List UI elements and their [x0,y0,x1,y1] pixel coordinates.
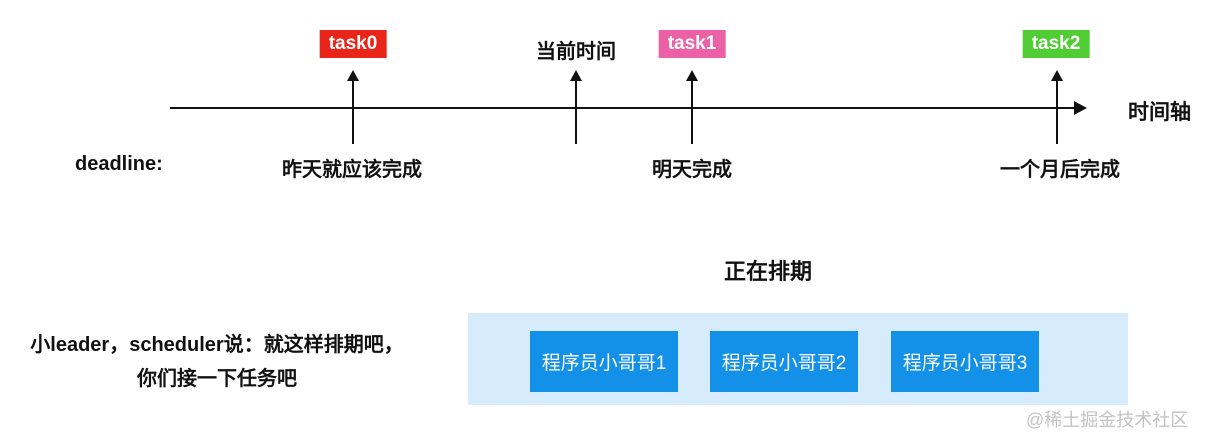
tick-task0-arrowhead-icon [347,70,359,81]
leader-speech: 小leader，scheduler说：就这样排期吧， 你们接一下任务吧 [10,328,424,396]
tick-task2-arrowhead-icon [1051,70,1063,81]
task2-chip: task2 [1022,30,1090,58]
tick-current-time-arrowhead-icon [570,70,582,81]
leader-speech-line1: 小leader，scheduler说：就这样排期吧， [30,334,404,356]
deadline-prefix-label: deadline: [75,153,163,175]
tick-task1-arrowhead-icon [686,70,698,81]
deadline-task1: 明天完成 [652,159,732,181]
scheduling-title: 正在排期 [723,259,813,284]
watermark: @稀土掘金技术社区 [1026,410,1189,430]
worker-pool: 程序员小哥哥1 程序员小哥哥2 程序员小哥哥3 [468,313,1128,405]
worker-box-1: 程序员小哥哥1 [530,331,678,392]
timeline-arrowhead-icon [1074,101,1087,115]
worker-box-2: 程序员小哥哥2 [710,331,858,392]
deadline-task0: 昨天就应该完成 [282,159,422,181]
tick-task0 [352,80,354,144]
task1-chip: task1 [658,30,726,58]
worker-box-3: 程序员小哥哥3 [891,331,1039,392]
timeline-axis-label: 时间轴 [1128,101,1191,124]
current-time-label: 当前时间 [536,41,616,63]
timeline-axis-line [170,107,1076,109]
tick-task1 [691,80,693,144]
leader-speech-line2: 你们接一下任务吧 [137,368,297,390]
tick-current-time [575,80,577,144]
deadline-task2: 一个月后完成 [1000,159,1120,181]
tick-task2 [1056,80,1058,144]
task0-chip: task0 [319,30,387,58]
